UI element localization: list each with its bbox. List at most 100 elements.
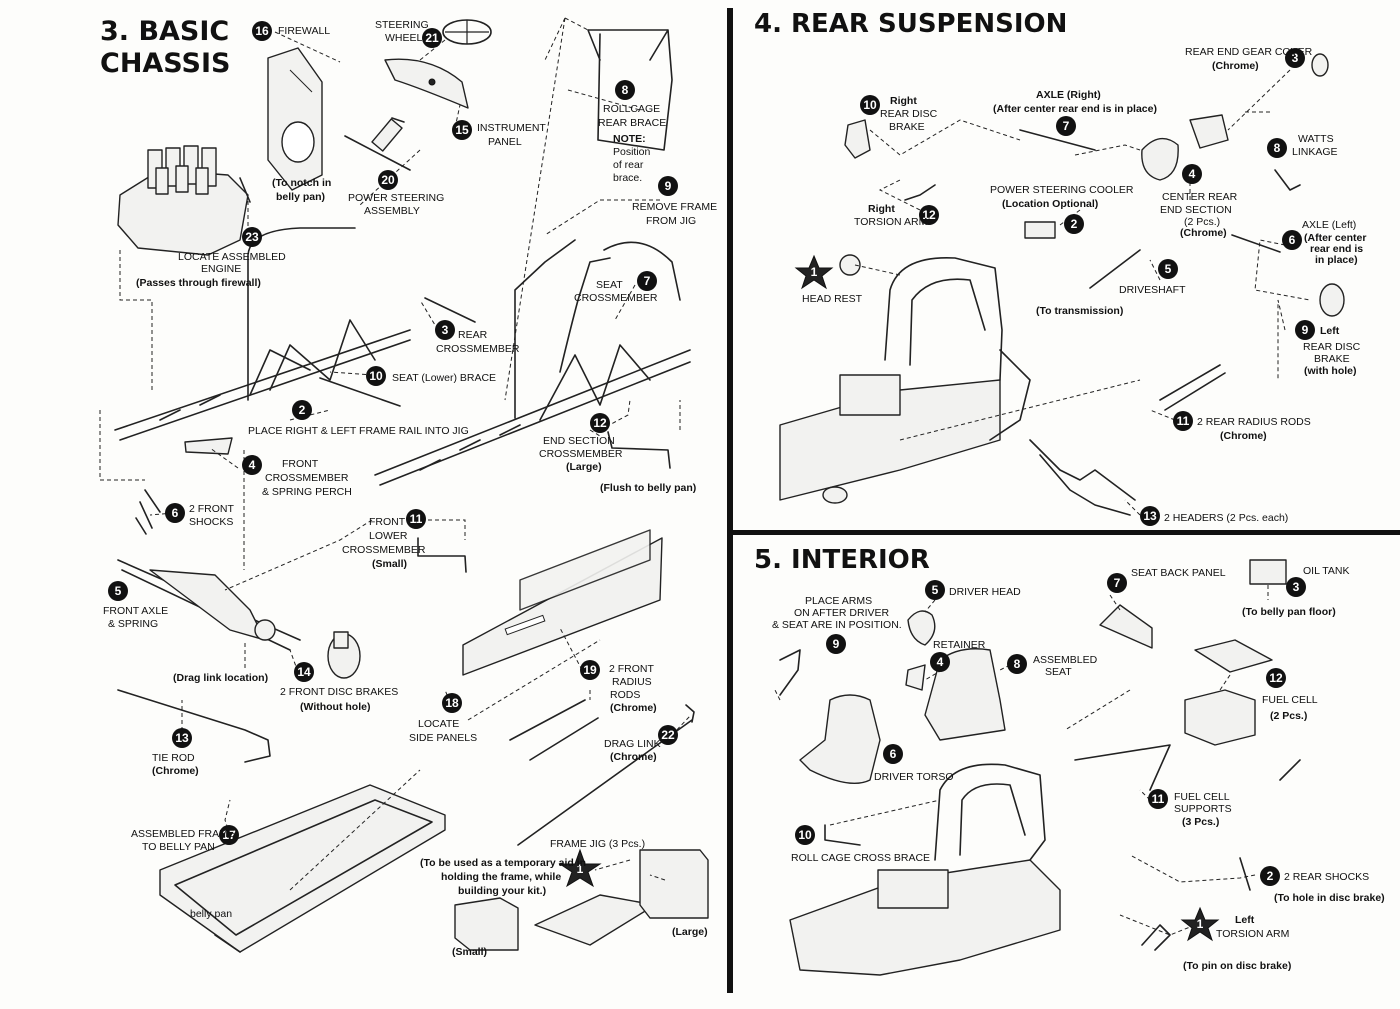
svg-text:SEAT: SEAT — [596, 279, 623, 291]
svg-text:2 REAR SHOCKS: 2 REAR SHOCKS — [1284, 871, 1369, 883]
svg-text:rear end is: rear end is — [1310, 243, 1363, 255]
svg-text:DRIVER HEAD: DRIVER HEAD — [949, 586, 1021, 598]
svg-text:BRAKE: BRAKE — [1314, 353, 1350, 365]
front-axle-drawing — [117, 559, 301, 651]
callout-11-chassis: 11 FRONT LOWER CROSSMEMBER (Small) — [342, 509, 426, 570]
interior-callout-7: 7 SEAT BACK PANEL — [1107, 567, 1226, 593]
svg-text:10: 10 — [863, 98, 877, 112]
power-steering-drawing — [344, 117, 411, 171]
svg-text:9: 9 — [833, 637, 840, 651]
frame-jig-drawing — [454, 848, 709, 951]
interior-callout-12: 12 FUEL CELL (2 Pcs.) — [1262, 668, 1318, 722]
svg-text:POWER STEERING COOLER: POWER STEERING COOLER — [990, 184, 1134, 196]
svg-text:RETAINER: RETAINER — [933, 639, 986, 651]
interior-callout-2: 2 2 REAR SHOCKS (To hole in disc brake) — [1260, 866, 1385, 904]
svg-text:of rear: of rear — [613, 159, 644, 171]
svg-text:2 REAR RADIUS RODS: 2 REAR RADIUS RODS — [1197, 416, 1311, 428]
svg-text:8: 8 — [622, 83, 629, 97]
seat-brace-drawing — [319, 377, 401, 407]
svg-text:2 FRONT: 2 FRONT — [189, 503, 235, 515]
svg-text:(After center rear end is in p: (After center rear end is in place) — [993, 103, 1157, 115]
svg-text:FIREWALL: FIREWALL — [278, 25, 330, 37]
svg-text:CROSSMEMBER: CROSSMEMBER — [539, 448, 623, 460]
callout-14-chassis: 14 2 FRONT DISC BRAKES (Without hole) — [280, 662, 398, 713]
svg-text:CROSSMEMBER: CROSSMEMBER — [342, 544, 426, 556]
callout-18-chassis: 18 LOCATE SIDE PANELS — [409, 693, 477, 744]
svg-text:4: 4 — [937, 655, 944, 669]
rear-callout-2: 2 POWER STEERING COOLER (Location Option… — [990, 184, 1134, 234]
svg-text:SUPPORTS: SUPPORTS — [1174, 803, 1232, 815]
front-shocks-drawing — [135, 489, 161, 535]
svg-text:15: 15 — [455, 123, 469, 137]
svg-text:DRAG LINK: DRAG LINK — [604, 738, 661, 750]
svg-text:(After center: (After center — [1304, 232, 1366, 244]
title-interior: 5. INTERIOR — [754, 545, 930, 575]
flush-note: (Flush to belly pan) — [600, 482, 696, 494]
rear-callout-6: 6 AXLE (Left) (After center rear end is … — [1282, 219, 1366, 266]
svg-text:FRAME JIG (3 Pcs.): FRAME JIG (3 Pcs.) — [550, 838, 645, 850]
svg-text:FRONT AXLE: FRONT AXLE — [103, 605, 168, 617]
svg-text:CROSSMEMBER: CROSSMEMBER — [574, 292, 658, 304]
svg-text:DRIVESHAFT: DRIVESHAFT — [1119, 284, 1186, 296]
rear-callout-12: 12 Right TORSION ARM — [854, 203, 939, 228]
interior-callout-8: 8 ASSEMBLED SEAT — [1007, 654, 1098, 678]
interior-callout-1: 1 Left TORSION ARM (To pin on disc brake… — [1183, 914, 1291, 972]
rear-suspension-drawings — [794, 53, 1345, 516]
svg-text:(Chrome): (Chrome) — [1212, 60, 1259, 72]
svg-text:END SECTION: END SECTION — [543, 435, 615, 447]
svg-text:7: 7 — [1063, 119, 1070, 133]
svg-text:(To transmission): (To transmission) — [1036, 305, 1123, 317]
lower-crossmember-drawing — [417, 537, 467, 573]
svg-text:REAR DISC: REAR DISC — [1303, 341, 1361, 353]
callout-3-chassis: 3 REAR CROSSMEMBER — [435, 320, 520, 355]
interior-car-body-drawing — [789, 763, 1061, 976]
svg-text:(2 Pcs.): (2 Pcs.) — [1270, 710, 1307, 722]
svg-text:(To pin on disc brake): (To pin on disc brake) — [1183, 960, 1291, 972]
svg-text:REAR DISC: REAR DISC — [880, 108, 938, 120]
svg-text:CROSSMEMBER: CROSSMEMBER — [265, 472, 349, 484]
svg-text:(2 Pcs.): (2 Pcs.) — [1184, 216, 1220, 228]
svg-text:7: 7 — [644, 274, 651, 288]
drag-link-location-note: (Drag link location) — [173, 672, 268, 684]
svg-text:2 FRONT: 2 FRONT — [609, 663, 655, 675]
front-disc-brake-drawing — [327, 631, 361, 679]
svg-text:PLACE ARMS: PLACE ARMS — [805, 595, 872, 607]
svg-text:10: 10 — [369, 369, 383, 383]
svg-text:HEAD REST: HEAD REST — [802, 293, 863, 305]
svg-text:5: 5 — [115, 584, 122, 598]
svg-text:FUEL CELL: FUEL CELL — [1174, 791, 1230, 803]
svg-text:(Drag link location): (Drag link location) — [173, 672, 268, 684]
svg-text:FROM JIG: FROM JIG — [646, 215, 696, 227]
svg-text:LOWER: LOWER — [369, 530, 408, 542]
svg-text:in place): in place) — [1315, 254, 1358, 266]
svg-text:Right: Right — [890, 95, 917, 107]
instrument-panel-drawing — [384, 58, 469, 109]
section-rear-suspension: 4. REAR SUSPENSION — [754, 9, 1366, 526]
seat-crossmember-drawing — [603, 241, 681, 301]
rear-callout-8: 8 WATTS LINKAGE — [1267, 133, 1338, 158]
svg-text:RADIUS: RADIUS — [612, 676, 652, 688]
notch-note: (To notch in belly pan) — [272, 177, 331, 203]
svg-text:9: 9 — [665, 179, 672, 193]
svg-text:19: 19 — [583, 663, 597, 677]
svg-text:11: 11 — [1177, 414, 1190, 428]
svg-text:belly pan): belly pan) — [276, 191, 325, 203]
svg-text:building your kit.): building your kit.) — [458, 885, 546, 897]
callout-16: 16 FIREWALL — [252, 21, 330, 41]
svg-text:23: 23 — [245, 230, 259, 244]
svg-text:3: 3 — [1292, 51, 1299, 65]
rear-callout-5: 5 DRIVESHAFT (To transmission) — [1036, 259, 1186, 317]
svg-text:POWER STEERING: POWER STEERING — [348, 192, 444, 204]
svg-text:ASSEMBLY: ASSEMBLY — [364, 205, 420, 217]
rear-crossmember-drawing — [424, 297, 476, 323]
svg-text:(Chrome): (Chrome) — [610, 702, 657, 714]
svg-text:brace.: brace. — [613, 172, 642, 184]
svg-text:2 HEADERS (2 Pcs. each): 2 HEADERS (2 Pcs. each) — [1164, 512, 1288, 524]
rear-callout-3: 3 REAR END GEAR COVER (Chrome) — [1185, 46, 1313, 72]
interior-callout-4: 4 RETAINER — [930, 639, 986, 672]
svg-text:WHEEL: WHEEL — [385, 32, 423, 44]
svg-text:8: 8 — [1274, 141, 1281, 155]
svg-text:11: 11 — [1152, 792, 1165, 806]
svg-text:CROSSMEMBER: CROSSMEMBER — [436, 343, 520, 355]
svg-text:(Location Optional): (Location Optional) — [1002, 198, 1098, 210]
